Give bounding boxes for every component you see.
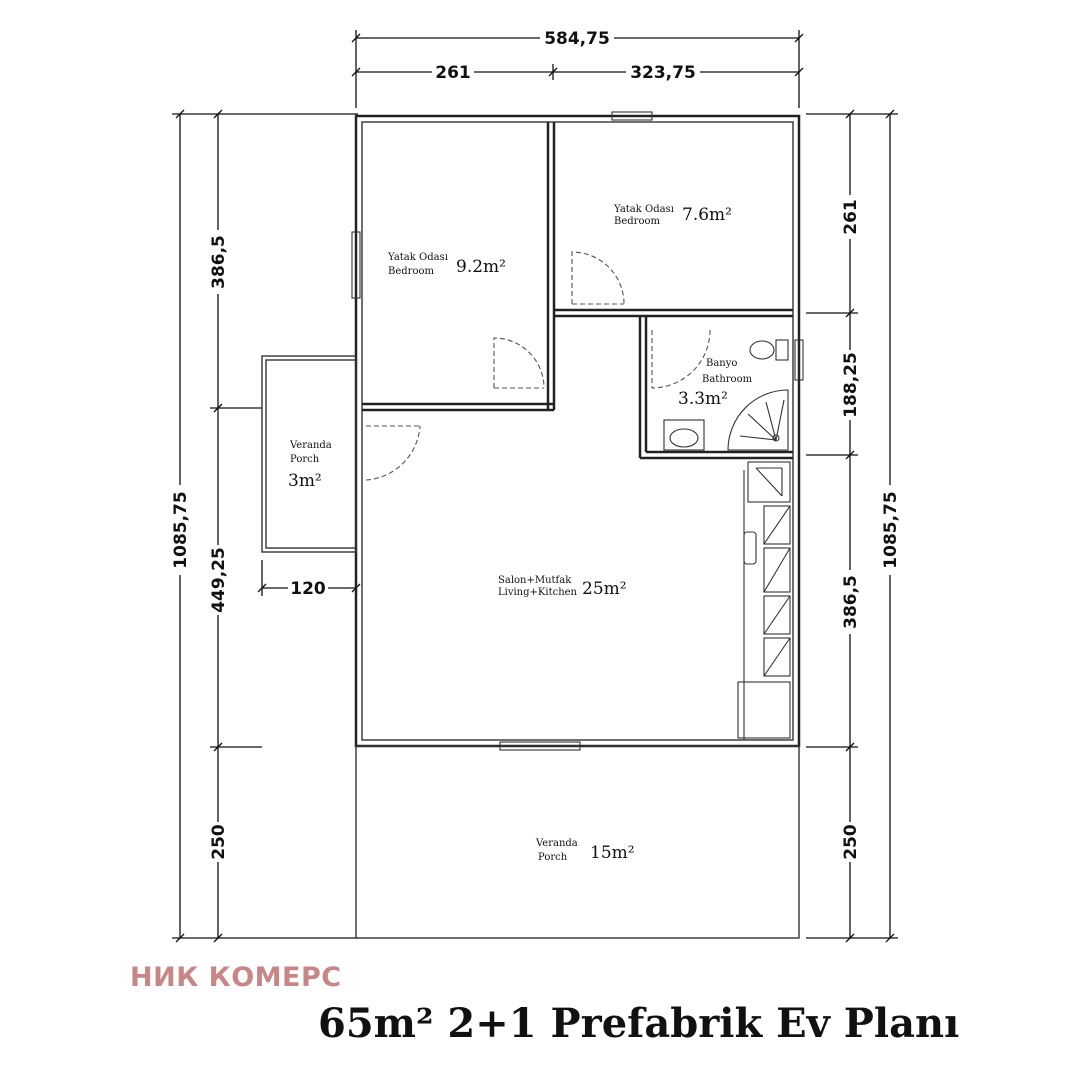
room-name-tr: Veranda xyxy=(289,440,332,451)
room-bedroom2: Yatak Odası Bedroom 7.6m² xyxy=(613,204,732,227)
dim-top-left: 261 xyxy=(435,63,471,83)
room-name-tr: Yatak Odası xyxy=(613,204,674,215)
room-name-tr: Yatak Odası xyxy=(387,252,448,263)
dim-left-lower: 250 xyxy=(209,824,229,860)
room-area: 7.6m² xyxy=(682,205,732,225)
room-living-kitchen: Salon+Mutfak Living+Kitchen 25m² xyxy=(498,575,627,599)
walls xyxy=(261,111,804,939)
kitchen-counter xyxy=(737,461,791,740)
dim-right-4: 250 xyxy=(841,824,861,860)
dim-right-2: 188,25 xyxy=(841,352,861,418)
room-name-tr: Veranda xyxy=(535,838,578,849)
dim-left-middle: 449,25 xyxy=(209,547,229,613)
room-name-en: Bathroom xyxy=(702,374,753,385)
room-area: 25m² xyxy=(582,579,627,599)
top-dimensions: 584,75 261 323,75 xyxy=(351,28,804,108)
right-dimensions: 1085,75 261 188,25 386,5 250 xyxy=(806,109,901,943)
room-name-en: Porch xyxy=(538,852,568,863)
dim-left-upper: 386,5 xyxy=(209,235,229,289)
dim-right-3: 386,5 xyxy=(841,575,861,629)
dim-right-total: 1085,75 xyxy=(881,491,901,568)
room-name-en: Living+Kitchen xyxy=(498,587,578,598)
room-porch-side: Veranda Porch 3m² xyxy=(288,440,332,491)
room-bathroom: Banyo Bathroom 3.3m² xyxy=(678,358,753,409)
room-area: 9.2m² xyxy=(456,257,506,277)
dim-top-total: 584,75 xyxy=(544,29,610,49)
room-porch-front: Veranda Porch 15m² xyxy=(535,838,635,863)
room-area: 3.3m² xyxy=(678,389,728,409)
plan-title: 65m² 2+1 Prefabrik Ev Planı xyxy=(318,1000,960,1047)
room-name-en: Bedroom xyxy=(614,216,660,227)
dim-porch-width: 120 xyxy=(290,579,326,599)
room-name-tr: Salon+Mutfak xyxy=(498,575,572,586)
room-area: 3m² xyxy=(288,471,322,491)
room-name-en: Porch xyxy=(290,454,320,465)
doors xyxy=(365,251,711,481)
bathroom-fixtures xyxy=(663,339,789,451)
brand-logo-text: НИК КОМЕРС xyxy=(130,962,342,993)
sink-icon xyxy=(663,419,705,451)
dim-left-total: 1085,75 xyxy=(171,491,191,568)
room-area: 15m² xyxy=(590,843,635,863)
left-dimensions: 1085,75 386,5 449,25 250 120 xyxy=(170,109,361,943)
room-name-tr: Banyo xyxy=(706,358,737,369)
toilet-icon xyxy=(749,339,789,361)
room-bedroom1: Yatak Odası Bedroom 9.2m² xyxy=(387,252,506,277)
shower-icon xyxy=(727,389,789,451)
dim-right-1: 261 xyxy=(841,199,861,235)
dim-top-right: 323,75 xyxy=(630,63,696,83)
room-name-en: Bedroom xyxy=(388,266,434,277)
